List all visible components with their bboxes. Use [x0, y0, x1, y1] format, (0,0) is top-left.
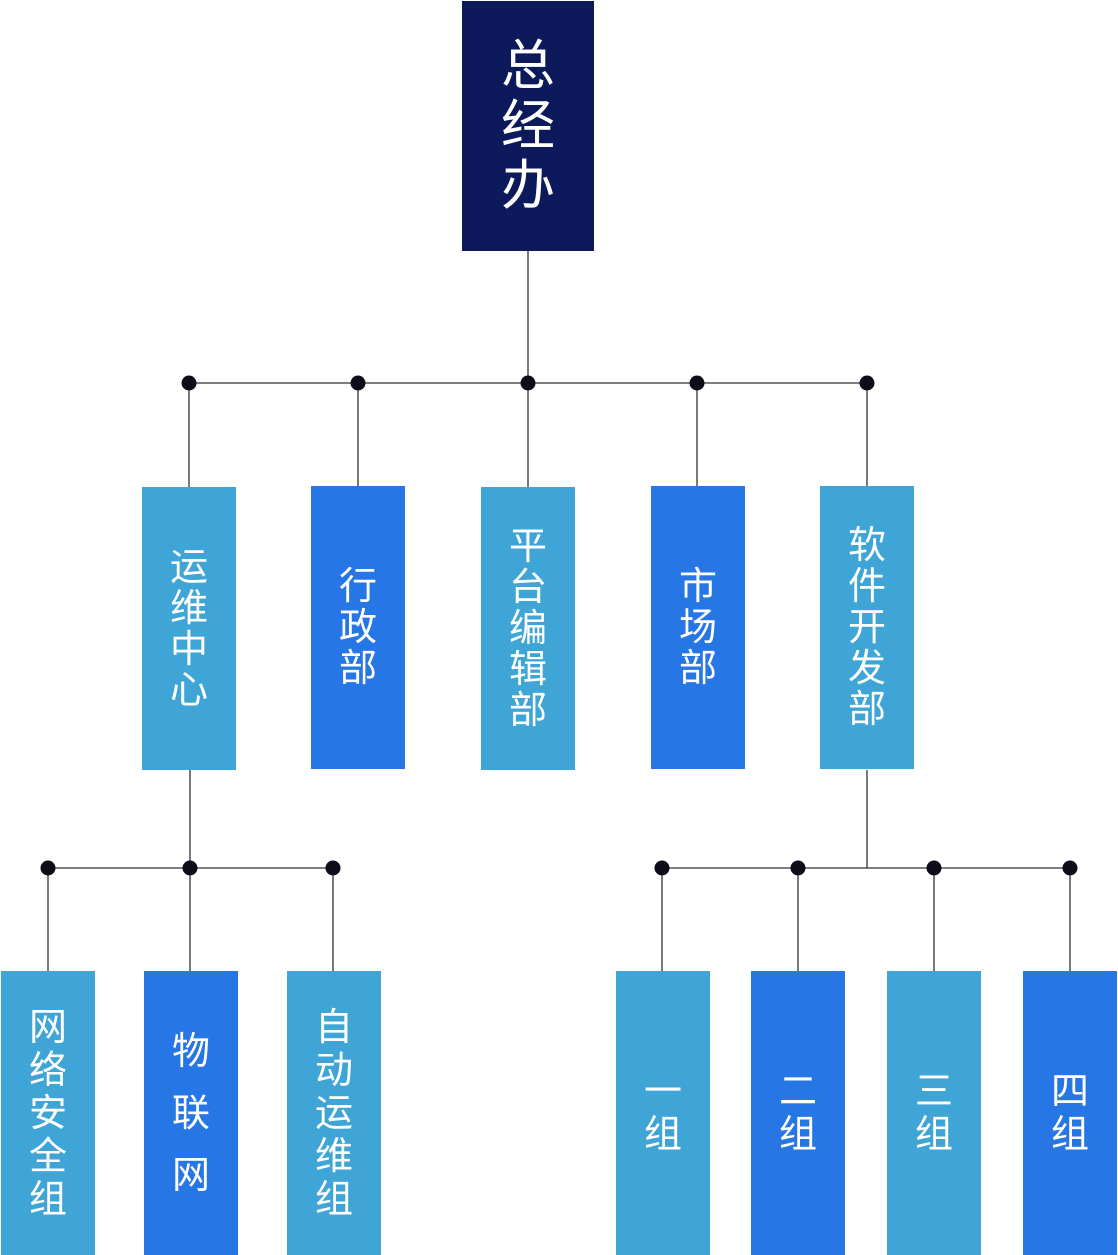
- label-char: 政: [338, 605, 377, 649]
- group-label: 物联网: [172, 1020, 210, 1206]
- group-label: 四组: [1051, 1070, 1089, 1156]
- label-char: 网: [171, 1153, 210, 1197]
- label-char: 行: [338, 564, 377, 608]
- label-char: 组: [28, 1176, 67, 1221]
- junction-dot: [350, 375, 366, 391]
- label-char: 二: [778, 1069, 817, 1113]
- software-group-node: 四组: [1023, 971, 1117, 1255]
- dept-label: 平台编辑部: [509, 526, 547, 731]
- label-char: 组: [914, 1112, 953, 1156]
- junction-dot: [325, 860, 341, 876]
- dept-label: 行政部: [339, 566, 377, 689]
- software-group-node: 三组: [887, 971, 981, 1255]
- software-group-node: 一组: [616, 971, 710, 1255]
- junction-dot: [689, 375, 705, 391]
- dept-node-admin: 行政部: [311, 486, 405, 769]
- label-char: 自: [314, 1004, 353, 1049]
- label-char: 组: [643, 1112, 682, 1156]
- label-char: 组: [314, 1176, 353, 1221]
- root-label: 总经办: [501, 36, 555, 216]
- label-char: 总: [501, 34, 555, 97]
- label-char: 一: [643, 1069, 682, 1113]
- dept-node-platform: 平台编辑部: [481, 487, 575, 770]
- label-char: 动: [314, 1047, 353, 1092]
- junction-dot: [859, 375, 875, 391]
- group-label: 一组: [644, 1070, 682, 1156]
- label-char: 部: [847, 687, 886, 731]
- label-char: 编: [508, 606, 547, 650]
- label-char: 件: [847, 564, 886, 608]
- dept-node-ops: 运维中心: [142, 487, 236, 770]
- label-char: 台: [508, 565, 547, 609]
- label-char: 组: [1050, 1112, 1089, 1156]
- label-char: 全: [28, 1133, 67, 1178]
- label-char: 发: [847, 646, 886, 690]
- label-char: 心: [169, 667, 208, 712]
- label-char: 经: [501, 94, 555, 157]
- ops-group-node: 网络安全组: [1, 971, 95, 1255]
- label-char: 平: [508, 524, 547, 568]
- label-char: 维: [314, 1133, 353, 1178]
- label-char: 辑: [508, 647, 547, 691]
- label-char: 三: [914, 1069, 953, 1113]
- dept-label: 运维中心: [169, 544, 208, 712]
- label-char: 安: [28, 1090, 67, 1135]
- dept-label: 市场部: [679, 566, 717, 689]
- junction-dot: [926, 860, 942, 876]
- label-char: 运: [169, 544, 208, 589]
- label-char: 市: [678, 564, 717, 608]
- label-char: 维: [169, 585, 208, 630]
- junction-dot: [40, 860, 56, 876]
- label-char: 络: [28, 1047, 67, 1092]
- label-char: 组: [778, 1112, 817, 1156]
- label-char: 部: [508, 688, 547, 732]
- label-char: 联: [171, 1091, 210, 1135]
- label-char: 中: [169, 626, 208, 671]
- label-char: 开: [847, 605, 886, 649]
- label-char: 部: [678, 646, 717, 690]
- label-char: 软: [847, 523, 886, 567]
- group-label: 三组: [915, 1070, 953, 1156]
- group-label: 网络安全组: [28, 1004, 67, 1221]
- group-label: 二组: [779, 1070, 817, 1156]
- root-node: 总经办: [462, 1, 594, 251]
- label-char: 网: [28, 1004, 67, 1049]
- label-char: 运: [314, 1090, 353, 1135]
- group-label: 自动运维组: [314, 1004, 353, 1221]
- label-char: 办: [501, 154, 555, 217]
- software-group-node: 二组: [751, 971, 845, 1255]
- label-char: 部: [338, 646, 377, 690]
- label-char: 场: [678, 605, 717, 649]
- ops-group-node: 自动运维组: [287, 971, 381, 1255]
- dept-node-software: 软件开发部: [820, 486, 914, 769]
- ops-group-node: 物联网: [144, 971, 238, 1255]
- junction-dot: [1062, 860, 1078, 876]
- dept-label: 软件开发部: [848, 525, 886, 730]
- junction-dot: [520, 375, 536, 391]
- junction-dot: [181, 375, 197, 391]
- junction-dot: [790, 860, 806, 876]
- junction-dot: [182, 860, 198, 876]
- junction-dot: [654, 860, 670, 876]
- dept-node-market: 市场部: [651, 486, 745, 769]
- label-char: 四: [1050, 1069, 1089, 1113]
- label-char: 物: [171, 1029, 210, 1073]
